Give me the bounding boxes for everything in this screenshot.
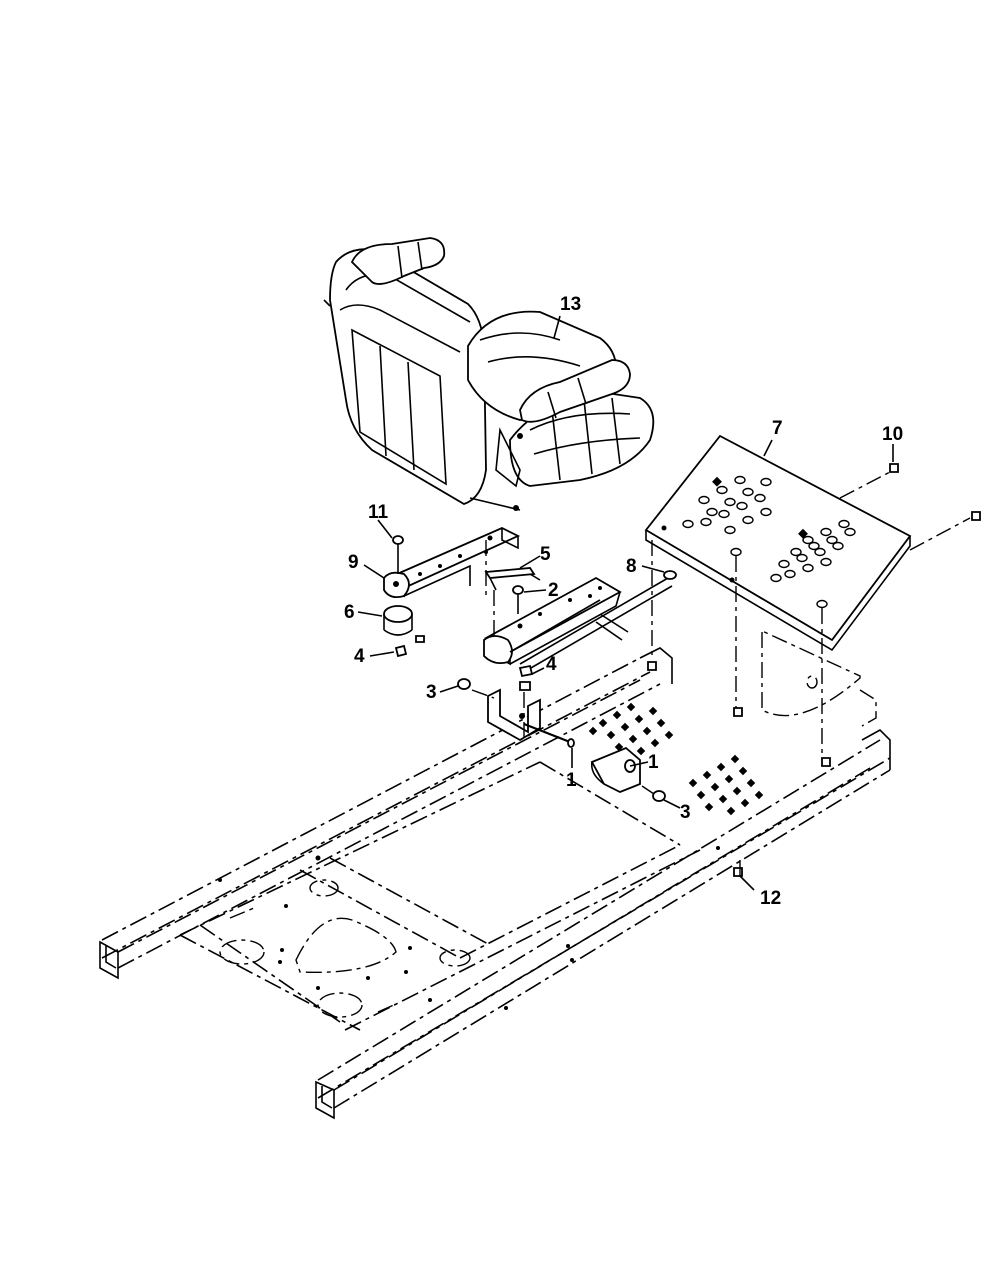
callout-4-right: 4 — [546, 654, 557, 675]
pivot-rod — [523, 722, 575, 748]
plate-holes-right — [770, 519, 856, 609]
callout-7: 7 — [772, 418, 783, 439]
callout-6: 6 — [344, 602, 355, 623]
callout-10: 10 — [882, 424, 903, 445]
callout-4-left: 4 — [354, 646, 365, 667]
callout-3-right: 3 — [680, 802, 691, 823]
callout-1-left: 1 — [566, 770, 577, 791]
callout-12: 12 — [760, 888, 781, 909]
pivot-bracket-front — [487, 688, 541, 742]
slide-bar — [519, 577, 673, 673]
plate-holes-left — [682, 475, 772, 557]
floor-grip-pattern-left — [588, 702, 674, 756]
chassis-frame — [99, 629, 891, 1120]
lower-seat-bracket — [483, 576, 622, 666]
callout-1-right: 1 — [648, 752, 659, 773]
callout-8: 8 — [626, 556, 637, 577]
callout-3-left: 3 — [426, 682, 437, 703]
callout-2: 2 — [548, 580, 559, 601]
callout-9: 9 — [348, 552, 359, 573]
callout-5: 5 — [540, 544, 551, 565]
leader-lines — [357, 315, 894, 891]
callout-13: 13 — [560, 294, 581, 315]
seat-assembly — [323, 237, 655, 511]
callout-labels: 13 7 10 11 9 5 2 8 6 4 4 3 3 1 1 12 — [344, 294, 903, 909]
hardware — [383, 463, 981, 880]
pivot-bracket-rear — [590, 746, 641, 793]
seat-mounting-plate — [644, 434, 971, 760]
slide-rail — [484, 567, 541, 591]
floor-grip-pattern-right — [688, 754, 764, 816]
upper-seat-bracket — [383, 527, 521, 599]
callout-11: 11 — [368, 502, 389, 523]
